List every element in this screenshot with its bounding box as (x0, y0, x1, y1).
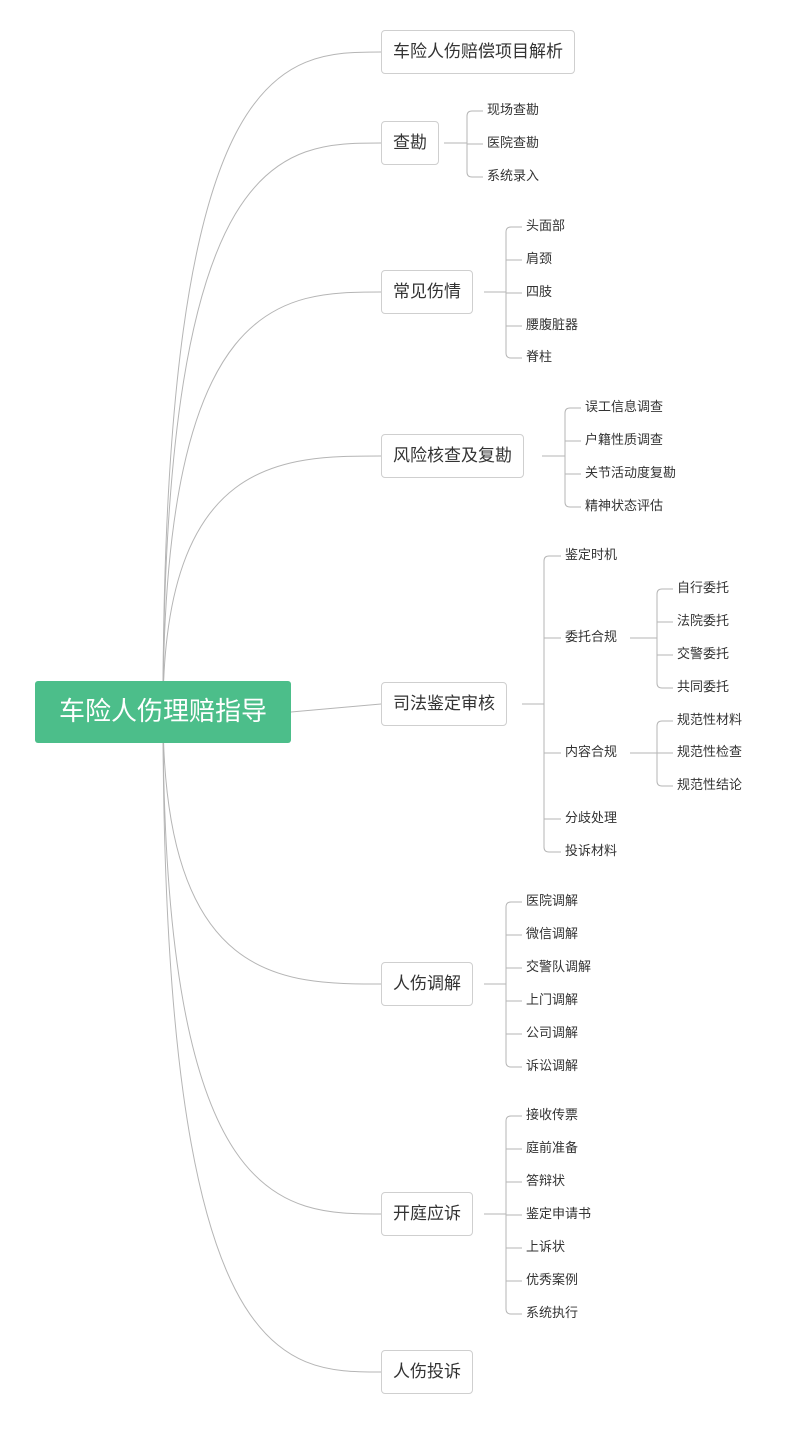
branch-node-risk-review[interactable]: 风险核查及复勘 (381, 434, 524, 478)
branch-node-compensation-items[interactable]: 车险人伤赔偿项目解析 (381, 30, 575, 74)
leaf-node[interactable]: 鉴定申请书 (526, 1207, 592, 1222)
leaf-node[interactable]: 精神状态评估 (585, 499, 664, 514)
leaf-node[interactable]: 肩颈 (526, 252, 553, 267)
root-branch-connector (162, 142, 382, 713)
leaf-node[interactable]: 头面部 (526, 219, 566, 234)
leaf-node[interactable]: 交警委托 (677, 647, 730, 662)
leaf-node[interactable]: 共同委托 (677, 680, 730, 695)
leaf-node[interactable]: 四肢 (526, 285, 553, 300)
leaf-node[interactable]: 误工信息调查 (585, 400, 664, 415)
sub-node[interactable]: 内容合规 (565, 745, 618, 760)
leaf-node[interactable]: 规范性材料 (677, 713, 743, 728)
root-branch-connector (162, 711, 382, 1373)
sub-node[interactable]: 委托合规 (565, 630, 618, 645)
leaf-node[interactable]: 接收传票 (526, 1108, 579, 1123)
bracket-spine (543, 555, 550, 853)
bracket-spine (656, 588, 663, 689)
branch-node-common-injuries[interactable]: 常见伤情 (381, 270, 473, 314)
leaf-node[interactable]: 优秀案例 (526, 1273, 579, 1288)
sub-node[interactable]: 鉴定时机 (565, 548, 618, 563)
root-branch-connector (162, 455, 382, 713)
leaf-node[interactable]: 户籍性质调查 (585, 433, 664, 448)
leaf-node[interactable]: 关节活动度复勘 (585, 466, 677, 481)
sub-node[interactable]: 分歧处理 (565, 811, 618, 826)
leaf-node[interactable]: 医院调解 (526, 894, 579, 909)
leaf-node[interactable]: 答辩状 (526, 1174, 566, 1189)
root-branch-connector (162, 711, 382, 1215)
root-branch-connector (290, 703, 382, 713)
root-branch-connector (162, 51, 382, 713)
branch-node-judicial-appraisal[interactable]: 司法鉴定审核 (381, 682, 507, 726)
leaf-node[interactable]: 自行委托 (677, 581, 730, 596)
branch-node-court-response[interactable]: 开庭应诉 (381, 1192, 473, 1236)
root-branch-connector (162, 711, 382, 985)
bracket-spine (505, 901, 512, 1068)
leaf-node[interactable]: 现场查勘 (487, 103, 540, 118)
leaf-node[interactable]: 腰腹脏器 (526, 318, 579, 333)
sub-node[interactable]: 投诉材料 (565, 844, 618, 859)
root-branch-connector (162, 291, 382, 713)
leaf-node[interactable]: 公司调解 (526, 1026, 579, 1041)
branch-node-survey[interactable]: 查勘 (381, 121, 439, 165)
leaf-node[interactable]: 规范性检查 (677, 745, 743, 760)
leaf-node[interactable]: 法院委托 (677, 614, 730, 629)
leaf-node[interactable]: 上门调解 (526, 993, 579, 1008)
leaf-node[interactable]: 交警队调解 (526, 960, 592, 975)
branch-node-mediation[interactable]: 人伤调解 (381, 962, 473, 1006)
root-node-label: 车险人伤理赔指导 (58, 697, 267, 727)
branch-node-complaints[interactable]: 人伤投诉 (381, 1350, 473, 1394)
root-node[interactable] (35, 681, 291, 743)
leaf-node[interactable]: 医院查勘 (487, 136, 540, 151)
leaf-node[interactable]: 上诉状 (526, 1240, 566, 1255)
leaf-node[interactable]: 规范性结论 (677, 778, 743, 793)
leaf-node[interactable]: 庭前准备 (526, 1141, 579, 1156)
bracket-spine (564, 407, 571, 508)
leaf-node[interactable]: 微信调解 (526, 927, 579, 942)
leaf-node[interactable]: 系统执行 (526, 1306, 579, 1321)
leaf-node[interactable]: 诉讼调解 (526, 1059, 579, 1074)
leaf-node[interactable]: 系统录入 (487, 169, 540, 184)
leaf-node[interactable]: 脊柱 (526, 350, 553, 365)
